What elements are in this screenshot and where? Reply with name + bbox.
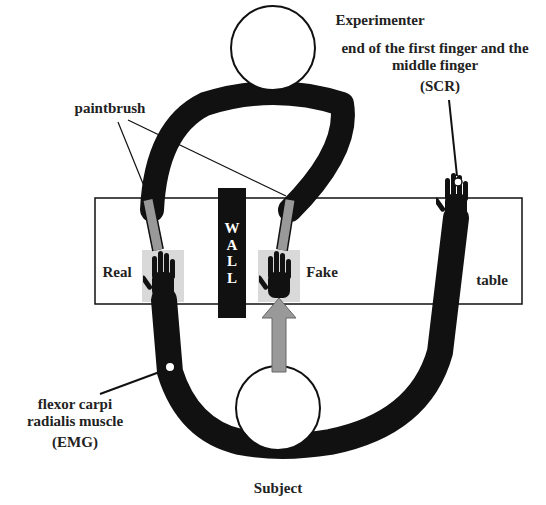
hand-label: Real: [95, 264, 139, 281]
subject-head: [236, 366, 320, 450]
paintbrush: [148, 200, 158, 250]
wall-block: WALL: [218, 188, 246, 318]
part-label: table: [466, 272, 518, 289]
leader-line: [100, 370, 165, 394]
electrode-label: flexor carpi radialis muscle: [15, 396, 135, 430]
fake-hand: [256, 251, 291, 298]
hand-label: Fake: [300, 264, 344, 281]
leader-line: [118, 122, 148, 196]
electrode: [454, 178, 462, 186]
part-label: paintbrush: [55, 100, 165, 117]
person-label: Experimenter: [325, 12, 435, 29]
experimenter-body: [152, 93, 343, 210]
leader-line: [128, 120, 286, 196]
leader-line: [449, 100, 457, 176]
electrode-label: end of the first finger and the middle f…: [335, 40, 535, 74]
signal-label: (SCR): [400, 78, 480, 95]
grey-arrow: [262, 298, 296, 372]
signal-label: (EMG): [15, 434, 135, 451]
experimenter-head: [231, 6, 315, 90]
person-label: Subject: [228, 480, 328, 497]
real-hand: [140, 251, 175, 298]
right-hand: [433, 173, 468, 220]
electrode: [165, 362, 175, 372]
paintbrush: [282, 200, 290, 250]
wall-text: WALL: [225, 220, 240, 286]
